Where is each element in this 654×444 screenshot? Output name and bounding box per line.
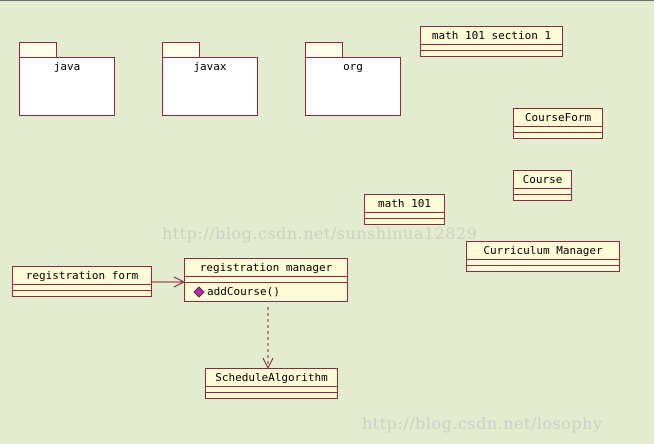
class-curriculum-manager[interactable]: Curriculum Manager bbox=[466, 241, 620, 272]
operations-compartment bbox=[206, 392, 337, 398]
operations-compartment bbox=[421, 50, 562, 56]
attributes-compartment bbox=[365, 212, 444, 218]
class-name: registration form bbox=[25, 269, 139, 282]
operations-compartment bbox=[365, 218, 444, 224]
operations-compartment: addCourse() bbox=[185, 282, 347, 301]
attributes-compartment bbox=[421, 44, 562, 50]
watermark-middle: http://blog.csdn.net/sunshinua12829 bbox=[162, 224, 478, 243]
class-name: math 101 bbox=[378, 197, 431, 210]
operations-compartment bbox=[467, 265, 619, 271]
class-course[interactable]: Course bbox=[513, 170, 572, 201]
operations-compartment bbox=[13, 290, 151, 296]
class-registration-form[interactable]: registration form bbox=[12, 266, 152, 297]
package-tab bbox=[305, 42, 343, 58]
operation-add-course[interactable]: addCourse() bbox=[207, 285, 280, 298]
operations-compartment bbox=[514, 194, 571, 200]
class-name: math 101 section 1 bbox=[431, 29, 552, 42]
class-math-101[interactable]: math 101 bbox=[364, 194, 445, 225]
operations-compartment bbox=[514, 132, 602, 138]
class-registration-manager[interactable]: registration manager addCourse() bbox=[184, 258, 348, 302]
top-border bbox=[0, 0, 654, 1]
class-name: registration manager bbox=[199, 261, 333, 274]
attributes-compartment bbox=[514, 126, 602, 132]
class-math-101-section-1[interactable]: math 101 section 1 bbox=[420, 26, 563, 57]
association-registration-form-to-manager[interactable] bbox=[151, 276, 186, 288]
public-operation-diamond-icon bbox=[193, 286, 205, 298]
attributes-compartment bbox=[185, 276, 347, 282]
package-label: javax bbox=[162, 57, 258, 116]
class-name: Course bbox=[522, 173, 563, 186]
watermark-bottom: http://blog.csdn.net/losophy bbox=[362, 414, 603, 433]
package-label: java bbox=[19, 57, 115, 116]
class-schedule-algorithm[interactable]: ScheduleAlgorithm bbox=[205, 368, 338, 399]
class-name: ScheduleAlgorithm bbox=[215, 371, 328, 384]
class-name: Curriculum Manager bbox=[483, 244, 603, 257]
class-name: CourseForm bbox=[524, 111, 592, 124]
package-tab bbox=[19, 42, 57, 58]
attributes-compartment bbox=[206, 386, 337, 392]
package-tab bbox=[162, 42, 200, 58]
class-course-form[interactable]: CourseForm bbox=[513, 108, 603, 139]
package-label: org bbox=[305, 57, 401, 116]
dependency-manager-to-schedule-algorithm[interactable] bbox=[262, 307, 274, 370]
attributes-compartment bbox=[467, 259, 619, 265]
attributes-compartment bbox=[514, 188, 571, 194]
attributes-compartment bbox=[13, 284, 151, 290]
